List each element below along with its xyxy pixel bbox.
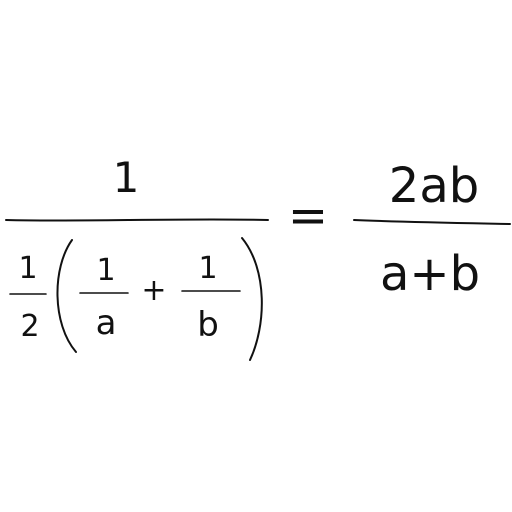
equals-sign: = — [288, 188, 328, 244]
term1-numerator: 1 — [96, 253, 115, 288]
coef-numerator: 1 — [18, 251, 37, 286]
lhs-numerator: 1 — [113, 153, 140, 202]
term1-denominator: a — [96, 303, 117, 343]
coef-denominator: 2 — [20, 309, 39, 344]
rhs-numerator: 2ab — [389, 158, 479, 214]
rhs-denominator: a+b — [380, 246, 480, 302]
left-parenthesis — [56, 239, 77, 353]
rhs-fraction-bar — [353, 219, 511, 225]
right-parenthesis — [241, 237, 263, 361]
term2-denominator: b — [197, 305, 219, 345]
term2-numerator: 1 — [198, 251, 217, 286]
plus-sign: + — [141, 273, 166, 308]
lhs-main-fraction-bar — [5, 218, 269, 222]
